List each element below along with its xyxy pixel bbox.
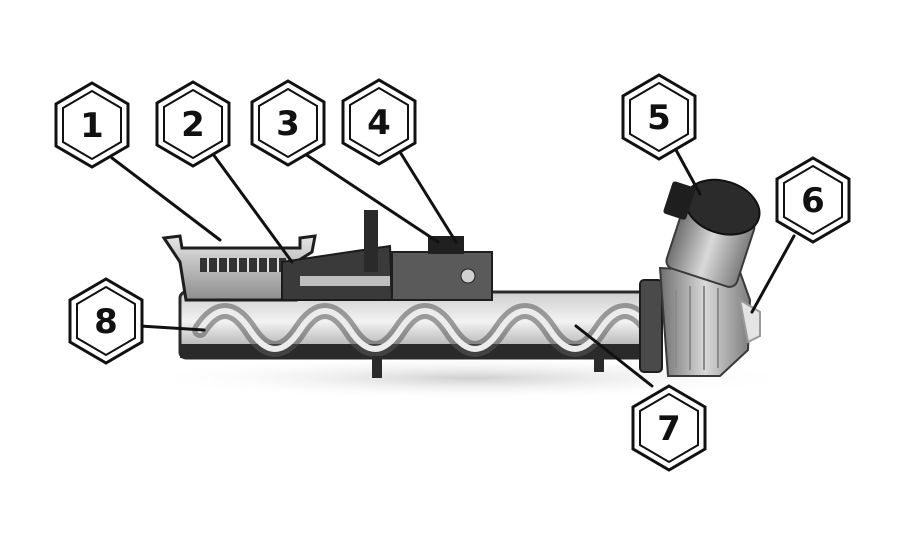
leader-line-4 <box>398 150 458 244</box>
housing-bracket <box>364 210 378 272</box>
callout-label-8: 8 <box>94 302 118 342</box>
leader-line-6 <box>750 234 796 314</box>
callout-label-7: 7 <box>657 409 681 449</box>
drive-block-bolt <box>460 268 476 284</box>
drive-block <box>391 251 493 301</box>
callout-label-5: 5 <box>647 98 671 138</box>
callout-label-6: 6 <box>801 181 825 221</box>
gearbox-fins <box>675 286 719 370</box>
hopper-grate <box>200 258 286 272</box>
leader-line-3 <box>300 150 440 244</box>
callout-badge-7: 7 <box>631 384 707 472</box>
callout-label-1: 1 <box>80 106 104 146</box>
callout-label-4: 4 <box>367 103 391 143</box>
motor <box>663 178 761 288</box>
rotor-screw-highlight <box>197 308 653 352</box>
callout-badge-6: 6 <box>775 156 851 244</box>
callout-badges: 1 2 3 4 5 6 7 <box>54 73 851 472</box>
feed-shaft <box>300 276 390 286</box>
support-leg-right <box>594 356 604 372</box>
callout-badge-4: 4 <box>341 78 417 166</box>
leader-line-1 <box>110 156 222 242</box>
pump-body <box>161 178 761 378</box>
leader-lines <box>110 148 796 388</box>
callout-label-3: 3 <box>276 104 300 144</box>
callout-badge-5: 5 <box>621 73 697 161</box>
leader-line-7 <box>574 324 654 388</box>
callout-badge-3: 3 <box>250 79 326 167</box>
callout-label-2: 2 <box>181 105 205 145</box>
callout-badge-8: 8 <box>68 277 144 365</box>
leader-line-8 <box>138 324 206 332</box>
tube-bottom-rail <box>180 344 650 358</box>
leader-line-2 <box>208 148 294 264</box>
ground-shadow <box>140 356 800 400</box>
hopper-grate-bars <box>207 258 279 272</box>
support-leg-left <box>372 356 382 378</box>
flange <box>639 279 663 373</box>
callout-badge-2: 2 <box>155 80 231 168</box>
leader-line-5 <box>674 148 702 196</box>
callout-badge-1: 1 <box>54 81 130 169</box>
